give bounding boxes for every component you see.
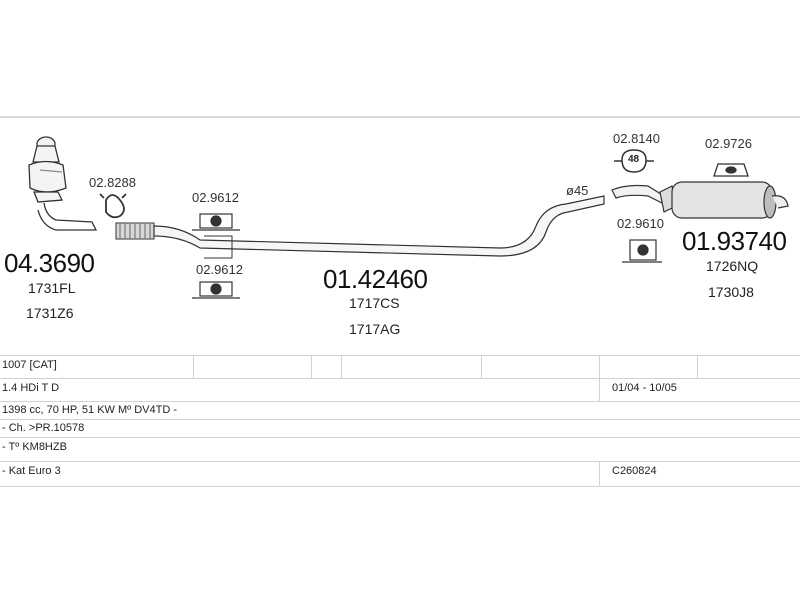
table-rule-bottom [0, 486, 800, 487]
cat-converter-code-2: 1731Z6 [26, 305, 74, 321]
table-divider [341, 355, 342, 378]
table-divider [193, 355, 194, 378]
mount-right-ref: 02.9610 [617, 216, 664, 231]
flex-pipe-icon[interactable] [115, 222, 155, 240]
catalytic-converter-icon[interactable] [28, 136, 98, 231]
table-row-years: 01/04 - 10/05 [612, 382, 677, 394]
middle-pipe-code-1: 1717CS [349, 295, 400, 311]
table-divider [311, 355, 312, 378]
diameter-label: ø45 [566, 183, 589, 198]
table-rule [0, 401, 800, 402]
table-divider [599, 461, 600, 486]
middle-pipe-ref: 01.42460 [323, 264, 428, 294]
rubber-mount-upper-icon[interactable] [192, 213, 240, 231]
table-rule-top [0, 355, 800, 356]
table-rule [0, 437, 800, 438]
hanger-icon[interactable] [713, 163, 749, 177]
table-row-kat: - Kat Euro 3 [2, 465, 61, 477]
clamp-ref: 02.8288 [89, 175, 136, 190]
middle-pipe-icon[interactable] [153, 195, 605, 257]
pipe-bracket-icon [204, 235, 233, 259]
table-row-chassis: - Ch. >PR.10578 [2, 422, 85, 434]
table-row-model: 1007 [CAT] [2, 359, 57, 371]
clamp-icon[interactable] [99, 193, 127, 219]
table-row-specs: 1398 cc, 70 HP, 51 KW Mº DV4TD - [2, 404, 177, 416]
table-rule [0, 419, 800, 420]
rubber-48-ref: 02.8140 [613, 131, 660, 146]
rear-silencer-ref: 01.93740 [682, 226, 787, 256]
top-rule [0, 116, 800, 118]
rubber-mount-lower-icon[interactable] [192, 281, 240, 299]
rubber-ring-48-icon[interactable] [614, 149, 654, 173]
mount-upper-ref: 02.9612 [192, 190, 239, 205]
rubber-mount-right-icon[interactable] [622, 239, 662, 263]
table-rule [0, 378, 800, 379]
table-divider [481, 355, 482, 378]
rubber-48-badge: 48 [628, 154, 640, 165]
rear-silencer-icon[interactable] [611, 181, 789, 219]
table-row-engine: 1.4 HDi T D [2, 382, 60, 394]
rear-silencer-code-2: 1730J8 [708, 284, 754, 300]
mount-lower-ref: 02.9612 [196, 262, 243, 277]
table-divider [697, 355, 698, 378]
table-row-kat-code: C260824 [612, 465, 657, 477]
rear-silencer-code-1: 1726NQ [706, 258, 759, 274]
hanger-ref: 02.9726 [705, 136, 752, 151]
table-row-type: - Tº KM8HZB [2, 441, 67, 453]
cat-converter-ref: 04.3690 [4, 248, 95, 278]
cat-converter-code-1: 1731FL [28, 280, 76, 296]
table-rule [0, 461, 800, 462]
middle-pipe-code-2: 1717AG [349, 321, 401, 337]
exhaust-diagram [28, 136, 789, 299]
table-divider [599, 355, 600, 401]
